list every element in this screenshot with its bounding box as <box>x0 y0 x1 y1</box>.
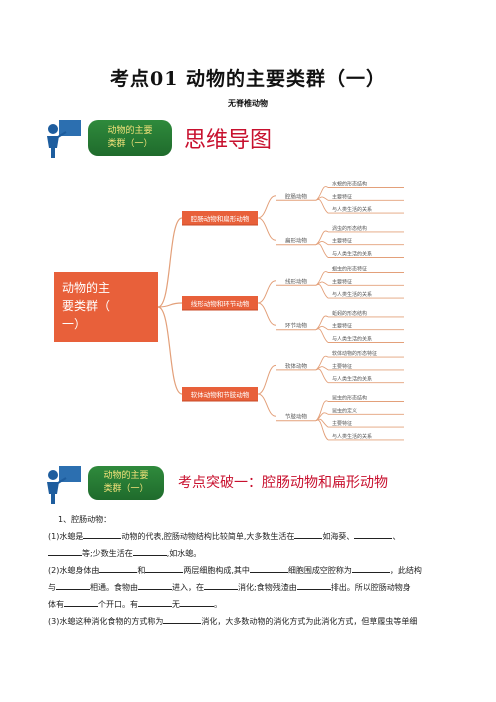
fill-blank[interactable] <box>145 562 184 573</box>
paragraph-1: (1)水螅是动物的代表,腔肠动物结构比较简单,大多数生活在如海葵、、 <box>48 528 458 545</box>
leaf-node-label: 蛔虫的形态特征 <box>332 266 367 273</box>
point-heading: 1、腔肠动物： <box>58 515 112 524</box>
leaf-node-label: 与人类生活的关系 <box>332 376 372 383</box>
fill-blank[interactable] <box>83 528 122 539</box>
fill-blank[interactable] <box>180 596 214 607</box>
paragraph-2-cont2: 体有个开口。有无。 <box>48 596 458 613</box>
leaf-node-label: 昆虫的形态结构 <box>332 395 367 402</box>
mindmap-heading: 思维导图 <box>184 128 273 153</box>
leaf-node-label: 与人类生活的关系 <box>332 251 372 258</box>
leaf-connector <box>315 328 329 343</box>
teacher-icon <box>44 118 84 164</box>
sub-node-label: 节肢动物 <box>285 413 308 421</box>
leaf-connector <box>315 198 329 214</box>
body-text: 1、腔肠动物： (1)水螅是动物的代表,腔肠动物结构比较简单,大多数生活在如海葵… <box>48 512 458 630</box>
root-node-label: 一） <box>62 317 86 331</box>
sub-node-label: 腔肠动物 <box>285 192 308 200</box>
leaf-node-label: 主要特征 <box>332 323 352 330</box>
leaf-connector <box>315 230 329 246</box>
page-title: 考点01 动物的主要类群（一） <box>109 68 387 90</box>
root-node-label: 要类群（ <box>62 299 110 313</box>
branch-node <box>182 387 258 401</box>
fill-blank[interactable] <box>296 579 331 590</box>
leaf-connector <box>315 400 329 422</box>
fill-blank[interactable] <box>56 579 90 590</box>
sub-node-label: 线形动物 <box>285 277 308 285</box>
leaf-node-label: 与人类生活的关系 <box>332 336 372 343</box>
sub-connector <box>257 217 277 241</box>
section-heading: 考点突破一：腔肠动物和扁形动物 <box>178 475 388 491</box>
leaf-node-label: 与人类生活的关系 <box>332 206 372 213</box>
sub-connector <box>257 302 277 326</box>
leaf-node-label: 水螅的形态结构 <box>332 181 367 188</box>
fill-blank[interactable] <box>204 579 238 590</box>
fill-blank[interactable] <box>48 545 82 556</box>
root-node <box>54 272 158 342</box>
badge-line-2: 类群（一） <box>103 484 149 494</box>
sub-node-label: 软体动物 <box>285 362 308 370</box>
branch-node-label: 线形动物和环节动物 <box>191 299 250 308</box>
leaf-node-label: 主要特征 <box>332 278 352 285</box>
section-badge: 动物的主要 类群（一） <box>88 466 164 500</box>
paragraph-1-cont: 等;少数生活在,如水螅。 <box>48 545 458 562</box>
leaf-node-label: 与人类生活的关系 <box>332 433 372 440</box>
fill-blank[interactable] <box>163 613 202 624</box>
leaf-node-label: 涡虫的形态结构 <box>332 225 367 232</box>
leaf-connector <box>315 355 329 371</box>
paragraph-2-cont: 与相通。食物由进入，在消化;食物残渣由排出。所以腔肠动物身 <box>48 579 458 596</box>
fill-blank[interactable] <box>294 528 323 539</box>
badge-line-1: 动物的主要 <box>103 471 149 481</box>
paragraph-3: (3)水螅这种消化食物的方式称为消化，大多数动物的消化方式为此消化方式，但草履虫… <box>48 613 458 630</box>
sub-connector <box>257 195 277 219</box>
page-subtitle: 无脊椎动物 <box>228 99 268 108</box>
fill-blank[interactable] <box>249 562 288 573</box>
branch-connector <box>157 302 183 308</box>
fill-blank[interactable] <box>64 596 98 607</box>
leaf-node-label: 与人类生活的关系 <box>332 291 372 298</box>
fill-blank[interactable] <box>138 579 172 590</box>
leaf-connector <box>315 243 329 258</box>
leaf-connector <box>315 419 329 441</box>
branch-node-label: 软体动物和节肢动物 <box>191 390 250 399</box>
fill-blank[interactable] <box>351 562 390 573</box>
branch-connector <box>157 217 183 308</box>
sub-connector <box>257 393 277 417</box>
branch-node-label: 腔肠动物和扁形动物 <box>191 214 250 223</box>
root-node-label: 动物的主 <box>62 280 110 295</box>
leaf-node-label: 蚯蚓的形态结构 <box>332 310 367 317</box>
leaf-node-label: 主要特征 <box>332 238 352 245</box>
leaf-connector <box>315 271 329 286</box>
leaf-connector <box>315 368 329 384</box>
leaf-node-label: 昆虫的定义 <box>332 407 357 414</box>
badge-line-2: 类群（一） <box>107 139 153 149</box>
section-badge: 动物的主要 类群（一） <box>88 120 172 156</box>
fill-blank[interactable] <box>138 596 172 607</box>
leaf-connector <box>315 315 329 331</box>
sub-node-label: 扁形动物 <box>285 237 308 245</box>
leaf-node-label: 主要特征 <box>332 193 352 200</box>
leaf-connector <box>315 283 329 299</box>
fill-blank[interactable] <box>354 528 393 539</box>
paragraph-2: (2)水螅身体由和两层细胞构成,其中细胞围成空腔称为，此结构 <box>48 562 458 579</box>
sub-connector <box>257 364 277 395</box>
leaf-node-label: 主要特征 <box>332 363 352 370</box>
leaf-node-label: 软体动物的形态特征 <box>332 350 377 357</box>
sub-node-label: 环节动物 <box>285 322 308 330</box>
fill-blank[interactable] <box>99 562 138 573</box>
branch-node <box>182 211 258 225</box>
fill-blank[interactable] <box>132 545 167 556</box>
leaf-connector <box>315 186 329 201</box>
branch-node <box>182 296 258 310</box>
teacher-icon <box>44 464 84 510</box>
branch-connector <box>157 306 183 395</box>
badge-line-1: 动物的主要 <box>107 126 153 136</box>
leaf-node-label: 主要特征 <box>332 420 352 427</box>
mind-map: 动物的主要类群（一）腔肠动物和扁形动物腔肠动物水螅的形态结构主要特征与人类生活的… <box>40 172 460 450</box>
sub-connector <box>257 280 277 304</box>
